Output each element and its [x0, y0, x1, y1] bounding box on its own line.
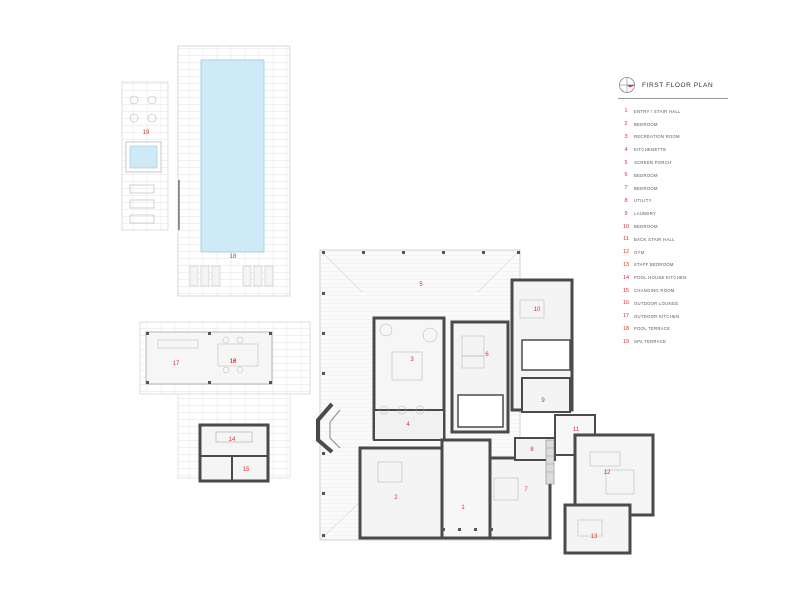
legend-item: 17 OUTDOOR KITCHEN — [618, 310, 778, 323]
room-number-6: 6 — [485, 352, 489, 358]
room-number-16: 16 — [230, 359, 237, 365]
legend-item: 9 LAUNDRY — [618, 207, 778, 220]
legend-item: 8 UTILITY — [618, 195, 778, 208]
legend-divider — [618, 98, 728, 99]
room-number-9: 9 — [541, 398, 545, 404]
legend-label: OUTDOOR KITCHEN — [634, 313, 680, 319]
legend-label: BACK STAIR HALL — [634, 236, 675, 242]
legend-item: 10 BEDROOM — [618, 220, 778, 233]
legend-label: BEDROOM — [634, 172, 658, 178]
legend-item: 3 RECREATION ROOM — [618, 131, 778, 144]
room-number-15: 15 — [243, 467, 250, 473]
legend-number: 6 — [624, 172, 628, 179]
legend-item: 19 SPA TERRACE — [618, 335, 778, 348]
legend-number: 17 — [622, 313, 630, 320]
legend-label: CHANGING ROOM — [634, 288, 675, 294]
room-number-18-pool: 18 — [230, 254, 237, 260]
stair — [545, 439, 555, 485]
legend-label: GYM — [634, 249, 645, 255]
legend-number: 4 — [624, 146, 628, 153]
room-number-14: 14 — [229, 437, 236, 443]
legend-item: 11 BACK STAIR HALL — [618, 233, 778, 246]
legend-item: 4 KITCHENETTE — [618, 143, 778, 156]
pool-loungers — [189, 265, 274, 287]
room-number-8: 8 — [530, 447, 534, 453]
room-number-10: 10 — [534, 307, 541, 313]
legend-label: ENTRY / STAIR HALL — [634, 108, 681, 114]
room-number-4: 4 — [406, 422, 410, 428]
legend-number: 2 — [624, 121, 628, 128]
legend-number: 10 — [622, 223, 630, 230]
legend-label: LAUNDRY — [634, 211, 657, 217]
legend-number: 14 — [622, 274, 630, 281]
room-number-2: 2 — [394, 495, 398, 501]
legend-item: 1 ENTRY / STAIR HALL — [618, 105, 778, 118]
legend-item: 7 BEDROOM — [618, 182, 778, 195]
legend-item: 15 CHANGING ROOM — [618, 284, 778, 297]
room-number-18-terrace: 18 — [230, 359, 237, 365]
legend-label: SCREEN PORCH — [634, 160, 672, 166]
room-number-5: 5 — [419, 282, 423, 288]
furniture — [377, 299, 635, 537]
legend-label: OUTDOOR LOUNGE — [634, 300, 679, 306]
room-number-12: 12 — [604, 470, 611, 476]
porch-columns — [322, 251, 520, 537]
legend-number: 11 — [623, 236, 629, 243]
legend-number: 18 — [622, 325, 630, 332]
house-walls — [358, 278, 655, 555]
legend-number: 9 — [624, 210, 628, 217]
pool-house — [198, 423, 270, 483]
legend-item: 14 POOL HOUSE KITCHEN — [618, 271, 778, 284]
legend-number: 3 — [624, 133, 628, 140]
legend-item: 5 SCREEN PORCH — [618, 156, 778, 169]
room-numbers: 1 2 3 4 5 6 7 8 9 10 11 12 13 14 15 16 1… — [143, 130, 611, 540]
legend-number: 5 — [624, 159, 628, 166]
legend-item: 18 POOL TERRACE — [618, 323, 778, 336]
room-number-19: 19 — [143, 130, 150, 136]
legend-number: 15 — [622, 287, 630, 294]
legend-label: STAFF BEDROOM — [634, 262, 674, 268]
room-number-1: 1 — [461, 505, 465, 511]
legend-item: 12 GYM — [618, 246, 778, 259]
legend-item: 13 STAFF BEDROOM — [618, 259, 778, 272]
spa-terrace — [121, 81, 169, 231]
legend-label: KITCHENETTE — [634, 147, 667, 153]
legend-number: 1 — [624, 108, 628, 115]
legend-number: 8 — [624, 197, 628, 204]
room-number-7: 7 — [524, 487, 528, 493]
legend-label: BEDROOM — [634, 224, 658, 230]
legend-item: 16 OUTDOOR LOUNGE — [618, 297, 778, 310]
legend-item: 2 BEDROOM — [618, 118, 778, 131]
legend-number: 19 — [622, 338, 630, 345]
legend-label: POOL TERRACE — [634, 326, 671, 332]
legend-label: BEDROOM — [634, 121, 658, 127]
legend-title: FIRST FLOOR PLAN — [642, 81, 714, 89]
legend-number: 7 — [624, 185, 628, 192]
legend-label: RECREATION ROOM — [634, 134, 680, 140]
legend-label: UTILITY — [634, 198, 652, 204]
room-number-11: 11 — [573, 427, 580, 433]
room-number-17: 17 — [173, 361, 180, 367]
legend-header: FIRST FLOOR PLAN — [618, 74, 778, 96]
legend-number: 13 — [622, 261, 630, 268]
legend-number: 16 — [622, 300, 630, 307]
bay-window — [316, 402, 334, 454]
room-number-3: 3 — [410, 357, 414, 363]
legend-item: 6 BEDROOM — [618, 169, 778, 182]
pool-deck — [177, 45, 291, 297]
legend-number: 12 — [622, 249, 630, 256]
pool — [200, 59, 265, 253]
legend-label: SPA TERRACE — [634, 339, 667, 345]
room-number-13: 13 — [591, 534, 598, 540]
legend-label: BEDROOM — [634, 185, 658, 191]
outdoor-pavilion — [139, 321, 311, 395]
legend-label: POOL HOUSE KITCHEN — [634, 275, 687, 281]
north-arrow-icon — [619, 77, 635, 93]
